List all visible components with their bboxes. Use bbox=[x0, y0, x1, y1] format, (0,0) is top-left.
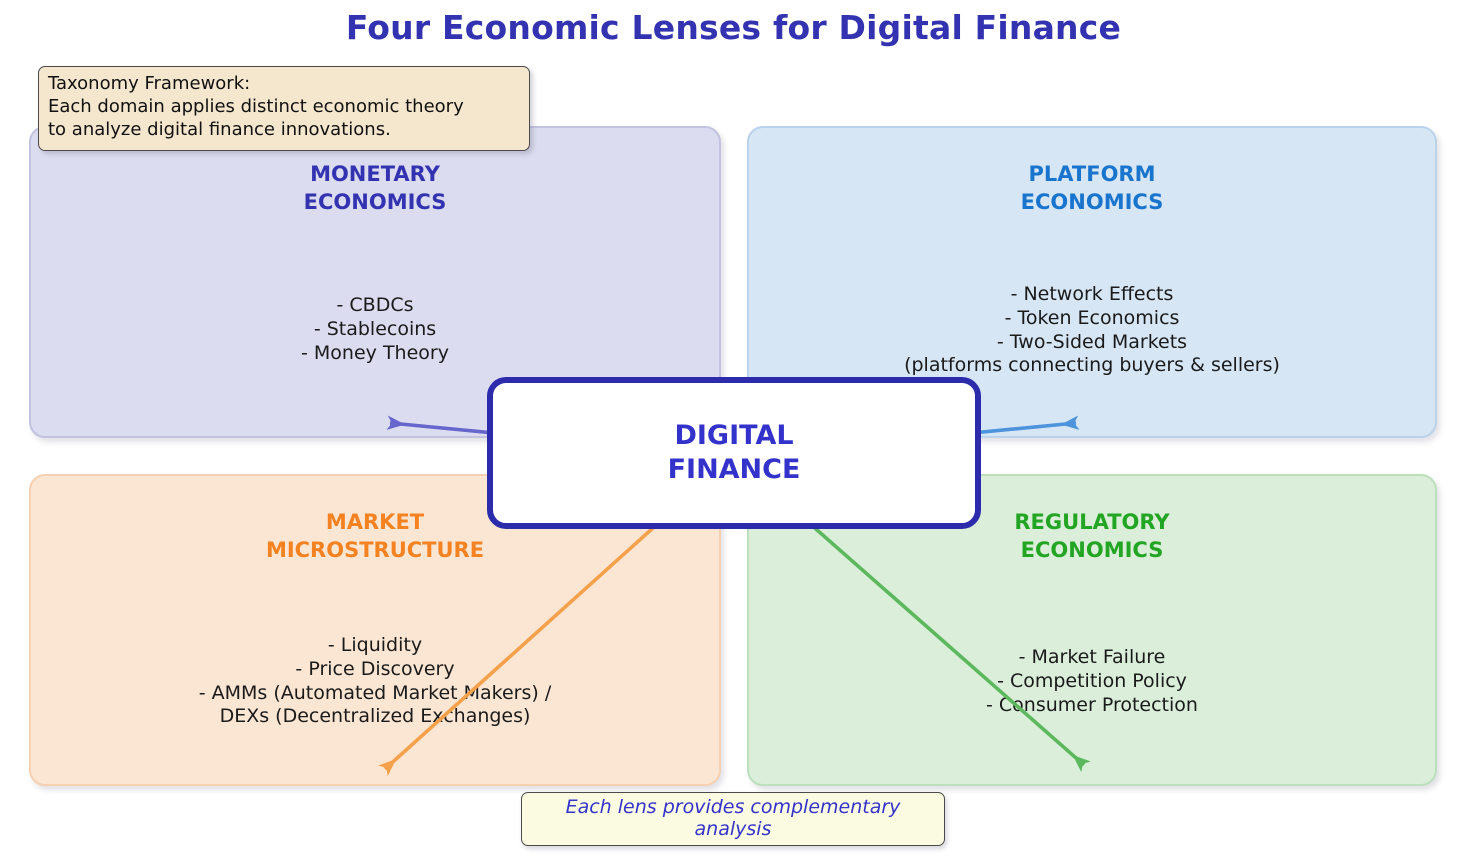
center-node-label: DIGITAL FINANCE bbox=[667, 420, 801, 485]
quadrant-monetary-economics[interactable]: MONETARY ECONOMICS - CBDCs - Stablecoins… bbox=[29, 126, 721, 438]
page-title: Four Economic Lenses for Digital Finance bbox=[345, 8, 1122, 47]
quadrant-items-market: - Liquidity - Price Discovery - AMMs (Au… bbox=[198, 634, 552, 728]
quadrant-title-monetary: MONETARY ECONOMICS bbox=[303, 162, 447, 214]
quadrant-title-platform: PLATFORM ECONOMICS bbox=[1020, 162, 1164, 214]
caption-box: Each lens provides complementary analysi… bbox=[521, 792, 945, 846]
center-node-digital-finance[interactable]: DIGITAL FINANCE bbox=[487, 377, 981, 529]
quadrant-items-platform: - Network Effects - Token Economics - Tw… bbox=[904, 283, 1280, 377]
quadrant-items-monetary: - CBDCs - Stablecoins - Money Theory bbox=[301, 294, 449, 364]
taxonomy-note-box: Taxonomy Framework: Each domain applies … bbox=[38, 66, 530, 151]
quadrant-items-regulatory: - Market Failure - Competition Policy - … bbox=[986, 646, 1198, 716]
